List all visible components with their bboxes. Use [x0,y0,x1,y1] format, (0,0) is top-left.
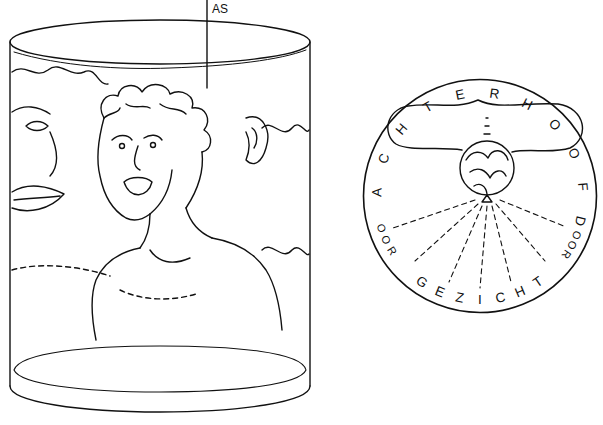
arc-letter: R [385,245,399,258]
arc-letter: C [376,152,392,166]
arc-letter: H [513,284,527,300]
arc-letter: C [494,290,506,305]
arc-label: OOR [362,78,598,314]
partial-face [12,107,110,276]
hair-line [12,67,108,84]
arc-letter: G [414,274,430,291]
boy-face [92,85,282,340]
hair-line [262,125,309,132]
axis-label: AS [212,3,228,15]
arc-label: ACHTERHOOFD [362,78,598,314]
arc-letter: E [454,87,465,102]
arc-label: GEZICHT [362,78,598,314]
arc-letter: O [375,222,388,234]
hair-line [262,247,309,254]
arc-letter: O [565,146,582,161]
arc-letter: I [478,293,482,307]
arc-letter: R [489,87,501,102]
circle-view: ACHTERHOOFDOOROORGEZICHT [362,78,598,314]
arc-letter: E [433,284,447,300]
arc-letter: F [575,182,589,191]
axis-line [206,0,207,88]
arc-letter: H [393,121,410,137]
arc-letter: T [421,99,435,115]
outline-circle [362,78,598,314]
cylinder [10,20,310,412]
arc-letter: A [370,188,384,197]
arc-letter: Z [454,291,465,306]
arc-letter: T [531,274,545,290]
head-top-view [388,100,583,202]
arc-letter: O [379,234,393,246]
arc-letter: D [572,215,587,228]
arc-label: OOR [362,78,598,314]
arc-letter: O [546,117,563,134]
arc-letter: H [520,96,535,112]
